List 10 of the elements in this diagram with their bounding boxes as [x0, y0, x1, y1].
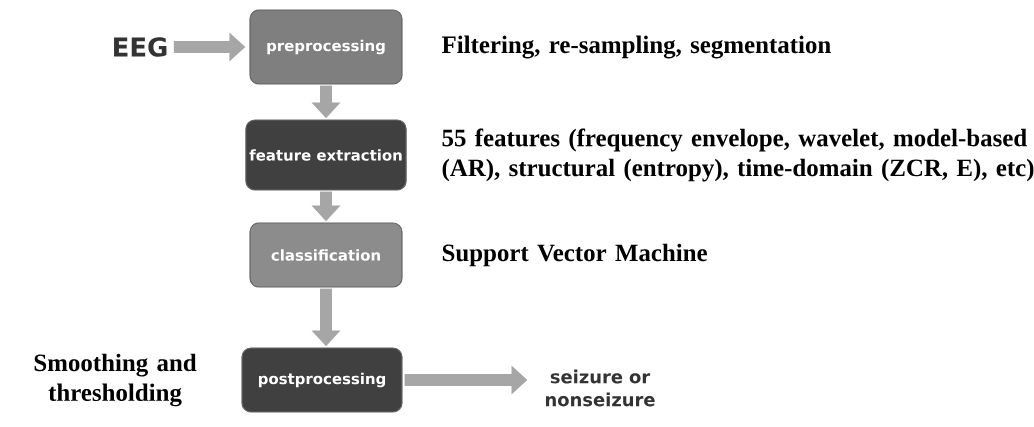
process-box: postprocessing — [241, 347, 403, 413]
process-box: classification — [249, 222, 403, 288]
process-box: feature extraction — [245, 119, 407, 191]
annotation-text: 55 features (frequency envelope, wavelet, model-based (AR), structural (entropy), time-domain (ZCR, E), etc) — [442, 128, 1034, 182]
annotation-text: Filtering, re-sampling, segmentation — [441, 35, 831, 59]
annotation-text: Support Vector Machine — [442, 243, 707, 267]
process-box: preprocessing — [249, 9, 403, 85]
input-label: EEG — [114, 37, 167, 57]
output-label: seizure or nonseizure — [546, 369, 655, 407]
annotation-text: Smoothing and thresholding — [34, 353, 197, 407]
